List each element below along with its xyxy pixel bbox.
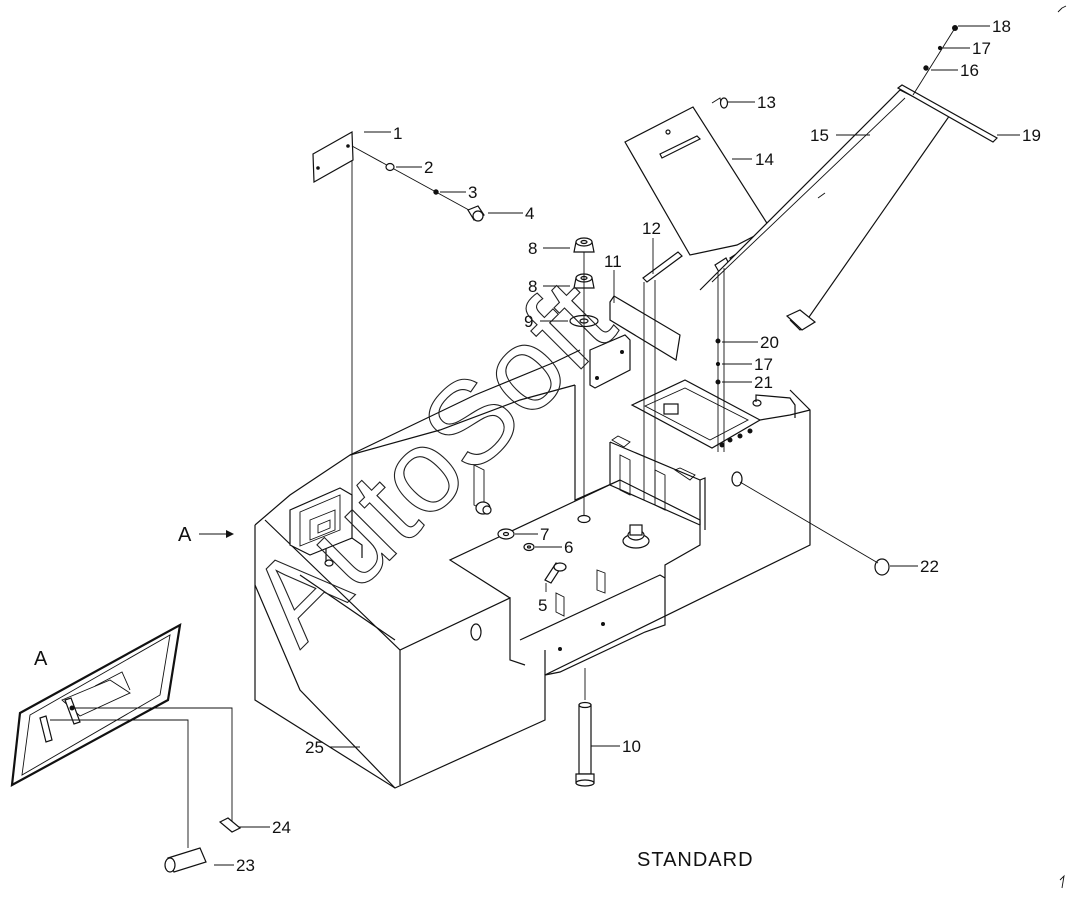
corner-mark xyxy=(1057,5,1067,13)
callout-3: 3 xyxy=(468,183,477,202)
callout-20: 20 xyxy=(760,333,779,352)
view-marker-letter: A xyxy=(178,524,192,546)
diagram-caption: STANDARD xyxy=(637,849,754,871)
callout-leaders xyxy=(214,25,1020,866)
callout-1: 1 xyxy=(393,124,402,143)
callout-13: 13 xyxy=(757,93,776,112)
callout-15: 15 xyxy=(810,126,829,145)
callout-18: 18 xyxy=(992,17,1011,36)
callout-4: 4 xyxy=(525,204,534,223)
callout-19: 19 xyxy=(1022,126,1041,145)
callout-2: 2 xyxy=(424,158,433,177)
callout-17b: 17 xyxy=(754,355,773,374)
callout-14: 14 xyxy=(755,150,774,169)
view-marker: A xyxy=(178,524,234,546)
detail-a-title: A xyxy=(34,648,48,670)
callout-22: 22 xyxy=(920,557,939,576)
callout-11: 11 xyxy=(604,252,622,271)
callout-9: 9 xyxy=(524,312,533,331)
callout-17a: 17 xyxy=(972,39,991,58)
callout-10: 10 xyxy=(622,737,641,756)
arrow-right-icon xyxy=(226,530,234,538)
callout-5: 5 xyxy=(538,596,547,615)
callout-24: 24 xyxy=(272,818,291,837)
callout-25: 25 xyxy=(305,738,324,757)
callout-labels: 1 2 3 4 5 6 7 8 8 9 10 11 12 13 14 15 16… xyxy=(236,17,1041,875)
detail-a: A xyxy=(10,622,242,873)
callout-21: 21 xyxy=(754,373,773,392)
corner-mark xyxy=(1059,874,1065,889)
callout-16: 16 xyxy=(960,61,979,80)
counterweight-body xyxy=(254,334,811,789)
callout-23: 23 xyxy=(236,856,255,875)
callout-8a: 8 xyxy=(528,239,537,258)
callout-8b: 8 xyxy=(528,277,537,296)
callout-6: 6 xyxy=(564,538,573,557)
callout-12: 12 xyxy=(642,219,661,238)
watermark: AutoSoft xyxy=(225,255,638,668)
callout-7: 7 xyxy=(540,525,549,544)
exploded-parts xyxy=(312,25,998,787)
